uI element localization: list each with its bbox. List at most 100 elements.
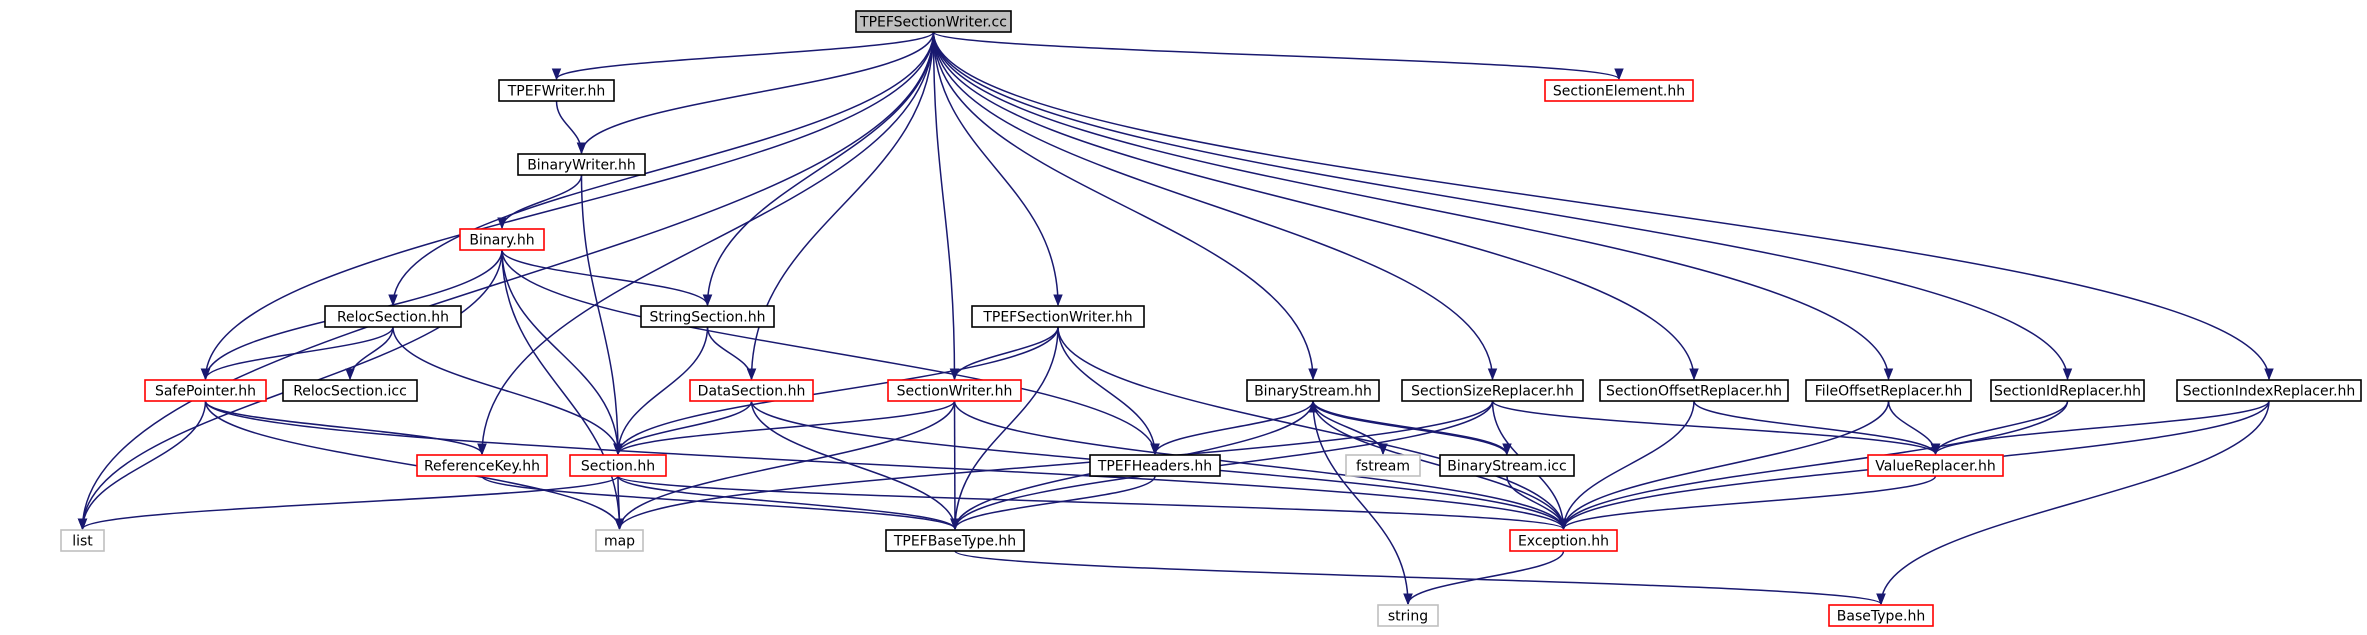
edge-tpefsectionwriter_cc-to-sectionelement_hh bbox=[932, 31, 1624, 81]
edge-line bbox=[501, 249, 1156, 455]
node-box bbox=[1439, 454, 1575, 477]
node-label: SectionIndexReplacer.hh bbox=[2183, 384, 2356, 400]
edge-safepointer_hh-to-map bbox=[204, 400, 625, 531]
edge-line bbox=[1057, 326, 1156, 455]
edge-arrowhead bbox=[77, 518, 88, 531]
edge-exception_hh-to-string bbox=[1403, 550, 1565, 606]
node-box bbox=[1828, 604, 1934, 627]
edge-line bbox=[932, 31, 1890, 380]
edge-arrowhead bbox=[1150, 443, 1160, 456]
edge-line bbox=[954, 475, 1156, 530]
edge-tpefsectionwriter_hh-to-sectionwriter_hh bbox=[949, 326, 1059, 381]
node-box bbox=[887, 379, 1022, 402]
node-box bbox=[1867, 454, 2004, 477]
node-tpefbasetype-hh[interactable]: TPEFBaseType.hh bbox=[885, 529, 1025, 552]
node-box bbox=[569, 454, 667, 477]
node-relocsection-hh[interactable]: RelocSection.hh bbox=[324, 305, 462, 328]
edge-line bbox=[1887, 400, 1937, 455]
edge-line bbox=[1934, 400, 2069, 455]
node-tpefwriter-hh[interactable]: TPEFWriter.hh bbox=[498, 79, 615, 102]
node-label: RelocSection.icc bbox=[293, 384, 407, 400]
edge-layer bbox=[77, 31, 2274, 606]
edge-arrowhead bbox=[477, 443, 487, 456]
node-stringsection-hh[interactable]: StringSection.hh bbox=[640, 305, 775, 328]
edge-tpefsectionwriter_cc-to-binarywriter_hh bbox=[576, 31, 935, 155]
edge-line bbox=[501, 249, 621, 530]
edge-line bbox=[1312, 400, 1508, 455]
edge-arrowhead bbox=[2264, 368, 2274, 381]
edge-sectionsizereplacer_hh-to-valuereplacer_hh bbox=[1491, 400, 1941, 456]
node-box bbox=[1089, 454, 1221, 477]
node-sectionoffsetreplacer-hh[interactable]: SectionOffsetReplacer.hh bbox=[1599, 379, 1789, 402]
edge-tpefsectionwriter_cc-to-sectionsizereplacer_hh bbox=[932, 31, 1498, 381]
edge-line bbox=[953, 326, 1059, 380]
node-label: BinaryWriter.hh bbox=[527, 158, 636, 174]
node-binarystream-icc[interactable]: BinaryStream.icc bbox=[1439, 454, 1575, 477]
edge-arrowhead bbox=[1308, 400, 1318, 413]
node-fileoffsetreplacer-hh[interactable]: FileOffsetReplacer.hh bbox=[1805, 379, 1972, 402]
edge-line bbox=[580, 174, 619, 455]
edge-line bbox=[392, 31, 935, 306]
node-sectionindexreplacer-hh[interactable]: SectionIndexReplacer.hh bbox=[2176, 379, 2362, 402]
edge-tpefsectionwriter_cc-to-tpefsectionwriter_hh bbox=[932, 31, 1063, 307]
node-list: list bbox=[60, 529, 105, 552]
edge-line bbox=[618, 400, 1494, 530]
edge-arrowhead bbox=[345, 368, 355, 381]
edge-tpefbasetype_hh-to-basetype_hh bbox=[954, 550, 1886, 606]
node-binarywriter-hh[interactable]: BinaryWriter.hh bbox=[517, 153, 646, 176]
node-tpefheaders-hh[interactable]: TPEFHeaders.hh bbox=[1089, 454, 1221, 477]
edge-line bbox=[932, 31, 1695, 380]
node-box bbox=[1377, 604, 1439, 627]
edge-datasection_hh-to-tpefbasetype_hh bbox=[750, 400, 960, 531]
node-label: RelocSection.hh bbox=[337, 310, 449, 326]
node-relocsection-icc[interactable]: RelocSection.icc bbox=[282, 379, 418, 402]
node-exception-hh[interactable]: Exception.hh bbox=[1509, 529, 1618, 552]
edge-stringsection_hh-to-datasection_hh bbox=[706, 326, 757, 381]
node-label: fstream bbox=[1356, 459, 1410, 475]
node-referencekey-hh[interactable]: ReferenceKey.hh bbox=[416, 454, 548, 477]
edge-line bbox=[932, 31, 2069, 380]
node-map: map bbox=[595, 529, 644, 552]
edge-line bbox=[81, 475, 619, 530]
node-box bbox=[2176, 379, 2362, 402]
node-tpefsectionwriter-cc[interactable]: TPEFSectionWriter.cc bbox=[855, 10, 1012, 33]
node-box bbox=[517, 153, 646, 176]
edge-line bbox=[932, 31, 1620, 80]
node-sectionwriter-hh[interactable]: SectionWriter.hh bbox=[887, 379, 1022, 402]
edge-sectionindexreplacer_hh-to-valuereplacer_hh bbox=[1930, 400, 2270, 456]
node-tpefsectionwriter-hh[interactable]: TPEFSectionWriter.hh bbox=[971, 305, 1145, 328]
node-box bbox=[885, 529, 1025, 552]
node-box bbox=[1345, 454, 1421, 477]
edge-line bbox=[555, 100, 583, 154]
node-basetype-hh[interactable]: BaseType.hh bbox=[1828, 604, 1934, 627]
edge-line bbox=[932, 31, 1494, 380]
node-box bbox=[855, 10, 1012, 33]
edge-line bbox=[932, 31, 1059, 306]
node-sectionsizereplacer-hh[interactable]: SectionSizeReplacer.hh bbox=[1401, 379, 1584, 402]
node-sectionelement-hh[interactable]: SectionElement.hh bbox=[1544, 79, 1694, 102]
node-string: string bbox=[1377, 604, 1439, 627]
edge-line bbox=[953, 400, 956, 530]
node-binary-hh[interactable]: Binary.hh bbox=[459, 228, 545, 251]
node-label: TPEFHeaders.hh bbox=[1097, 459, 1212, 475]
edge-line bbox=[1934, 400, 2270, 455]
node-valuereplacer-hh[interactable]: ValueReplacer.hh bbox=[1867, 454, 2004, 477]
node-label: DataSection.hh bbox=[698, 384, 806, 400]
edge-line bbox=[204, 400, 483, 455]
edge-relocsection_hh-to-section_hh bbox=[392, 326, 623, 456]
node-safepointer-hh[interactable]: SafePointer.hh bbox=[144, 379, 267, 402]
node-section-hh[interactable]: Section.hh bbox=[569, 454, 667, 477]
node-box bbox=[1246, 379, 1380, 402]
edge-tpefsectionwriter_cc-to-binarystream_hh bbox=[932, 31, 1318, 381]
edge-arrowhead bbox=[702, 294, 713, 307]
node-binarystream-hh[interactable]: BinaryStream.hh bbox=[1246, 379, 1380, 402]
edge-line bbox=[1880, 400, 2270, 605]
edge-line bbox=[617, 475, 956, 530]
edge-sectionindexreplacer_hh-to-basetype_hh bbox=[1876, 400, 2270, 606]
edge-line bbox=[1057, 326, 1565, 530]
edge-arrowhead bbox=[1689, 368, 1699, 381]
node-box bbox=[1509, 529, 1618, 552]
node-sectionidreplacer-hh[interactable]: SectionIdReplacer.hh bbox=[1990, 379, 2145, 402]
edge-safepointer_hh-to-list bbox=[77, 400, 207, 531]
node-datasection-hh[interactable]: DataSection.hh bbox=[689, 379, 814, 402]
